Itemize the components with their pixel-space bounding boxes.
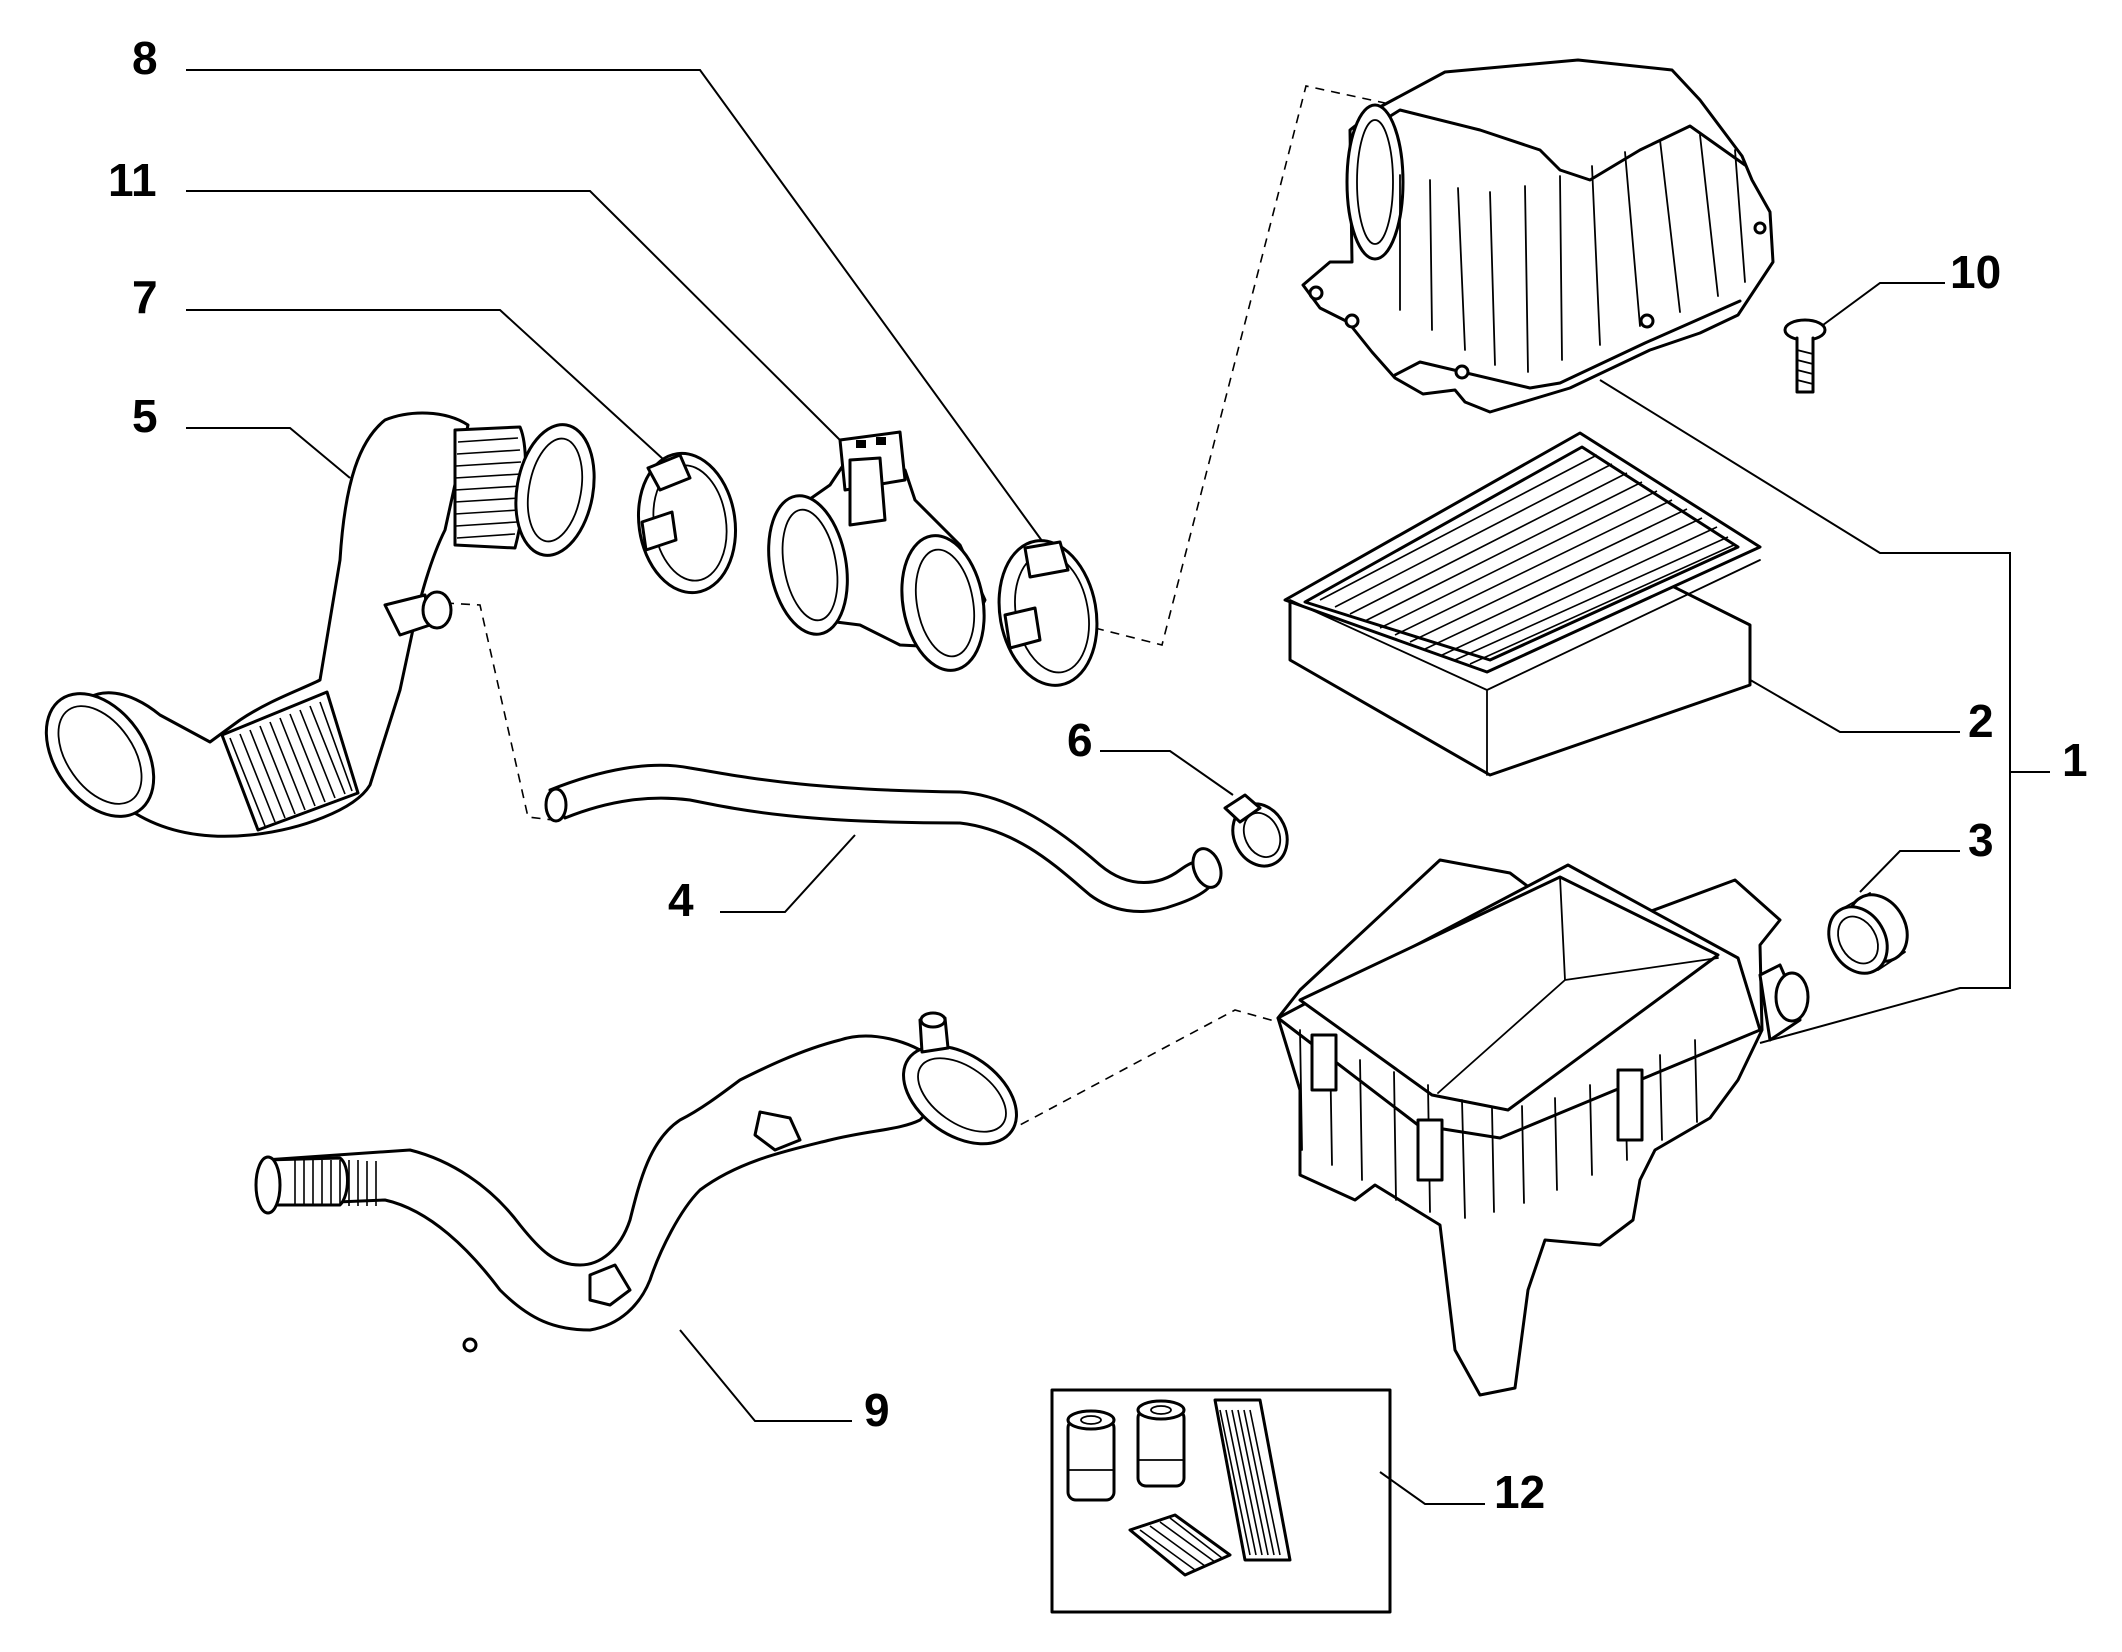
callout-5: 5 — [132, 390, 158, 442]
callout-1: 1 — [2062, 734, 2088, 786]
callout-2: 2 — [1968, 695, 1994, 747]
leader-9 — [679, 1329, 852, 1422]
oil-filter-1 — [1066, 1409, 1116, 1502]
leader-4 — [720, 834, 856, 913]
service-kit — [1050, 1388, 1392, 1614]
kit-cabin-filter — [1128, 1513, 1232, 1577]
dash-hose5-to-hose4 — [444, 602, 554, 821]
callout-9: 9 — [864, 1384, 890, 1436]
callout-10: 10 — [1950, 246, 2001, 298]
air-filter-element — [1283, 431, 1762, 777]
leader-lines — [186, 69, 2050, 1505]
dash-clamp8-to-cover — [1094, 85, 1386, 646]
air-box-lower — [1276, 858, 1810, 1397]
leader-8 — [186, 69, 1046, 546]
hose-clamp-7 — [636, 451, 738, 595]
hose-clamp-8 — [997, 539, 1099, 687]
callout-11: 11 — [108, 154, 157, 206]
leader-5 — [186, 427, 351, 479]
small-clamp-6 — [1223, 793, 1289, 868]
seal-ring — [1827, 892, 1909, 975]
callout-12: 12 — [1494, 1466, 1545, 1518]
intake-duct — [254, 1011, 1018, 1353]
callout-6: 6 — [1067, 714, 1093, 766]
hose5-corrugation-upper — [454, 437, 522, 539]
callout-7: 7 — [132, 271, 158, 323]
leader-3 — [1859, 850, 1960, 893]
leader-12 — [1379, 1471, 1485, 1505]
duct9-corrugation — [294, 1160, 377, 1206]
callout-3: 3 — [1968, 814, 1994, 866]
air-box-cover — [1301, 58, 1775, 414]
leader-1-bracket — [1599, 379, 2011, 1044]
leader-7 — [186, 309, 676, 471]
service-kit-frame — [1050, 1388, 1392, 1614]
filter-pleats — [1319, 454, 1735, 665]
kit-panel-filter — [1213, 1398, 1292, 1562]
screw — [1783, 318, 1827, 394]
air-flow-meter — [767, 430, 987, 672]
callout-8: 8 — [132, 32, 158, 84]
leader-6 — [1100, 750, 1234, 796]
breather-hose — [544, 763, 1223, 913]
oil-filter-2 — [1136, 1399, 1186, 1488]
leader-11 — [186, 190, 861, 461]
callout-4: 4 — [668, 874, 694, 926]
hose5-corrugation-lower — [229, 701, 353, 827]
turbo-hose — [44, 411, 596, 838]
leader-10 — [1822, 282, 1945, 326]
